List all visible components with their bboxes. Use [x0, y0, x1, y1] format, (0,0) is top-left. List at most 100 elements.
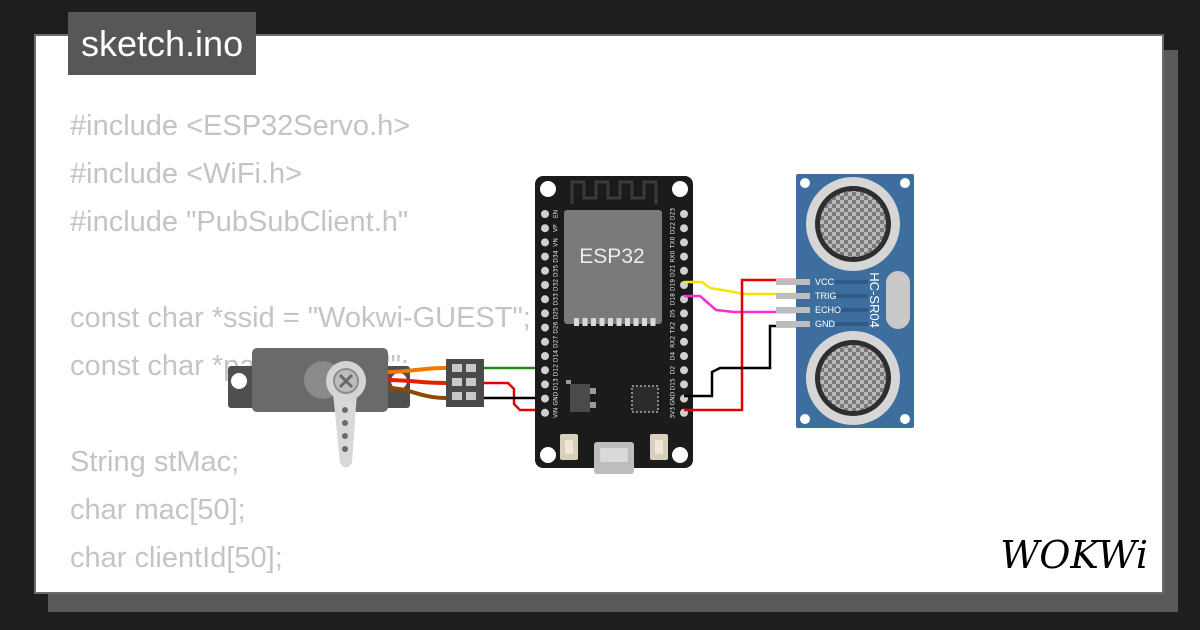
esp32-pin-label: D23: [670, 208, 677, 220]
esp32-pin: [541, 210, 549, 218]
code-line: #include "PubSubClient.h": [70, 206, 409, 238]
brand-text: WOKWi: [1000, 533, 1148, 577]
esp32-pin: [541, 352, 549, 360]
esp32-pin-label: D19: [670, 279, 677, 291]
sensor-pin-header: VCC TRIG ECHO GND: [776, 277, 841, 329]
servo-connector: [446, 359, 484, 407]
esp32-pin-label: D32: [553, 279, 560, 291]
sensor-pin-label: ECHO: [815, 305, 841, 315]
esp32-pin-label: D21: [670, 264, 677, 276]
esp32-pin-label: GND: [670, 391, 677, 405]
hc-sr04-sensor[interactable]: HC-SR04 VCC TRIG ECHO GND: [776, 174, 914, 428]
esp32-pin: [541, 309, 549, 318]
servo-motor[interactable]: [228, 348, 484, 468]
esp32-pin: [541, 323, 549, 332]
esp32-pin: [680, 266, 688, 275]
module-pins: [574, 318, 656, 326]
wokwi-logo: WOKWi: [1000, 533, 1148, 577]
esp32-pin: [680, 337, 688, 346]
esp32-pin-label: D33: [553, 293, 560, 305]
esp32-pin-label: GND: [553, 391, 560, 405]
module-pad: [591, 318, 596, 326]
esp32-pin-label: D4: [670, 352, 677, 361]
esp32-pin: [541, 380, 549, 389]
esp32-pin-label: VIN: [553, 408, 560, 418]
esp32-pin: [680, 352, 688, 360]
esp32-pin: [680, 323, 688, 332]
mount-hole: [540, 181, 556, 197]
module-pad: [582, 318, 588, 326]
sensor-pin: [776, 279, 810, 285]
esp32-pin: [541, 394, 549, 403]
wire-vcc-red: [684, 278, 798, 412]
mount-hole: [540, 447, 556, 463]
esp32-pin: [541, 224, 549, 233]
esp32-pin: [541, 408, 549, 417]
servo-ground-wire: [387, 386, 447, 400]
sensor-label: HC-SR04: [867, 272, 882, 328]
servo-signal-wire: [387, 366, 447, 374]
usb-uart-chip: [631, 385, 659, 413]
wire-trig-yellow: [684, 280, 798, 296]
servo-mount-hole: [231, 373, 247, 389]
module-pad: [599, 318, 605, 326]
voltage-regulator: [570, 384, 590, 412]
esp32-pin-label: TX0: [670, 236, 677, 249]
code-line: #include <WiFi.h>: [70, 158, 303, 190]
servo-power-wire: [387, 378, 447, 385]
module-pad: [650, 318, 656, 326]
sensor-pin: [776, 293, 810, 299]
esp32-board[interactable]: ESP32 ENVPVND34D35D32D33D25D26D27D14D12D…: [535, 176, 693, 474]
esp32-pin-label: D12: [553, 364, 560, 376]
esp32-pin: [680, 366, 688, 375]
esp32-pin: [541, 252, 549, 261]
module-pad: [616, 318, 622, 326]
filename-tab[interactable]: sketch.ino: [68, 12, 257, 75]
esp32-pin-label: D34: [553, 250, 560, 262]
esp32-pin: [541, 366, 549, 375]
crystal: [884, 269, 912, 331]
esp32-pin-label: D22: [670, 222, 677, 234]
sensor-pin-label: TRIG: [815, 291, 837, 301]
esp32-module: [564, 210, 662, 324]
esp32-pin-label: VN: [553, 238, 560, 247]
esp32-pin: [680, 224, 688, 233]
servo-horn-arm: [333, 393, 357, 468]
esp32-pin-label: D2: [670, 366, 677, 375]
esp32-pin-label: 3V3: [670, 407, 677, 419]
esp32-label: ESP32: [579, 245, 644, 268]
esp32-pin: [541, 337, 549, 346]
esp32-pin: [680, 238, 688, 247]
esp32-pin-label: D26: [553, 321, 560, 333]
esp32-pin: [541, 281, 549, 289]
esp32-pin-label: RX0: [670, 250, 677, 262]
antenna-trace: [570, 180, 658, 204]
esp32-pin: [680, 210, 688, 218]
esp32-pin: [541, 266, 549, 275]
esp32-pin: [680, 252, 688, 261]
module-pad: [633, 318, 639, 326]
esp32-pin-label: D18: [670, 293, 677, 305]
wire-servo-power: [484, 381, 546, 412]
sensor-pin-label: GND: [815, 319, 836, 329]
code-line: char clientId[50];: [70, 542, 283, 574]
module-pad: [574, 318, 579, 326]
code-line: #include <ESP32Servo.h>: [70, 110, 411, 142]
esp32-pin-label: EN: [553, 210, 560, 218]
code-line: const char *ssid = "Wokwi-GUEST";: [70, 302, 531, 334]
esp32-pin-label: D27: [553, 335, 560, 347]
esp32-pin-label: D15: [670, 378, 677, 390]
sensor-pin: [776, 307, 810, 313]
code-line: String stMac;: [70, 446, 240, 478]
esp32-pin: [680, 309, 688, 318]
esp32-pin-header: ENVPVND34D35D32D33D25D26D27D14D12D13GNDV…: [541, 208, 688, 419]
esp32-pin-label: RX2: [670, 336, 677, 348]
module-pad: [625, 318, 630, 326]
sensor-pin-label: VCC: [815, 277, 835, 287]
esp32-pin-label: D35: [553, 264, 560, 276]
esp32-pin-label: D5: [670, 309, 677, 318]
wire-echo-magenta: [684, 294, 798, 314]
esp32-pin: [541, 238, 549, 247]
esp32-pin-label: D25: [553, 307, 560, 319]
